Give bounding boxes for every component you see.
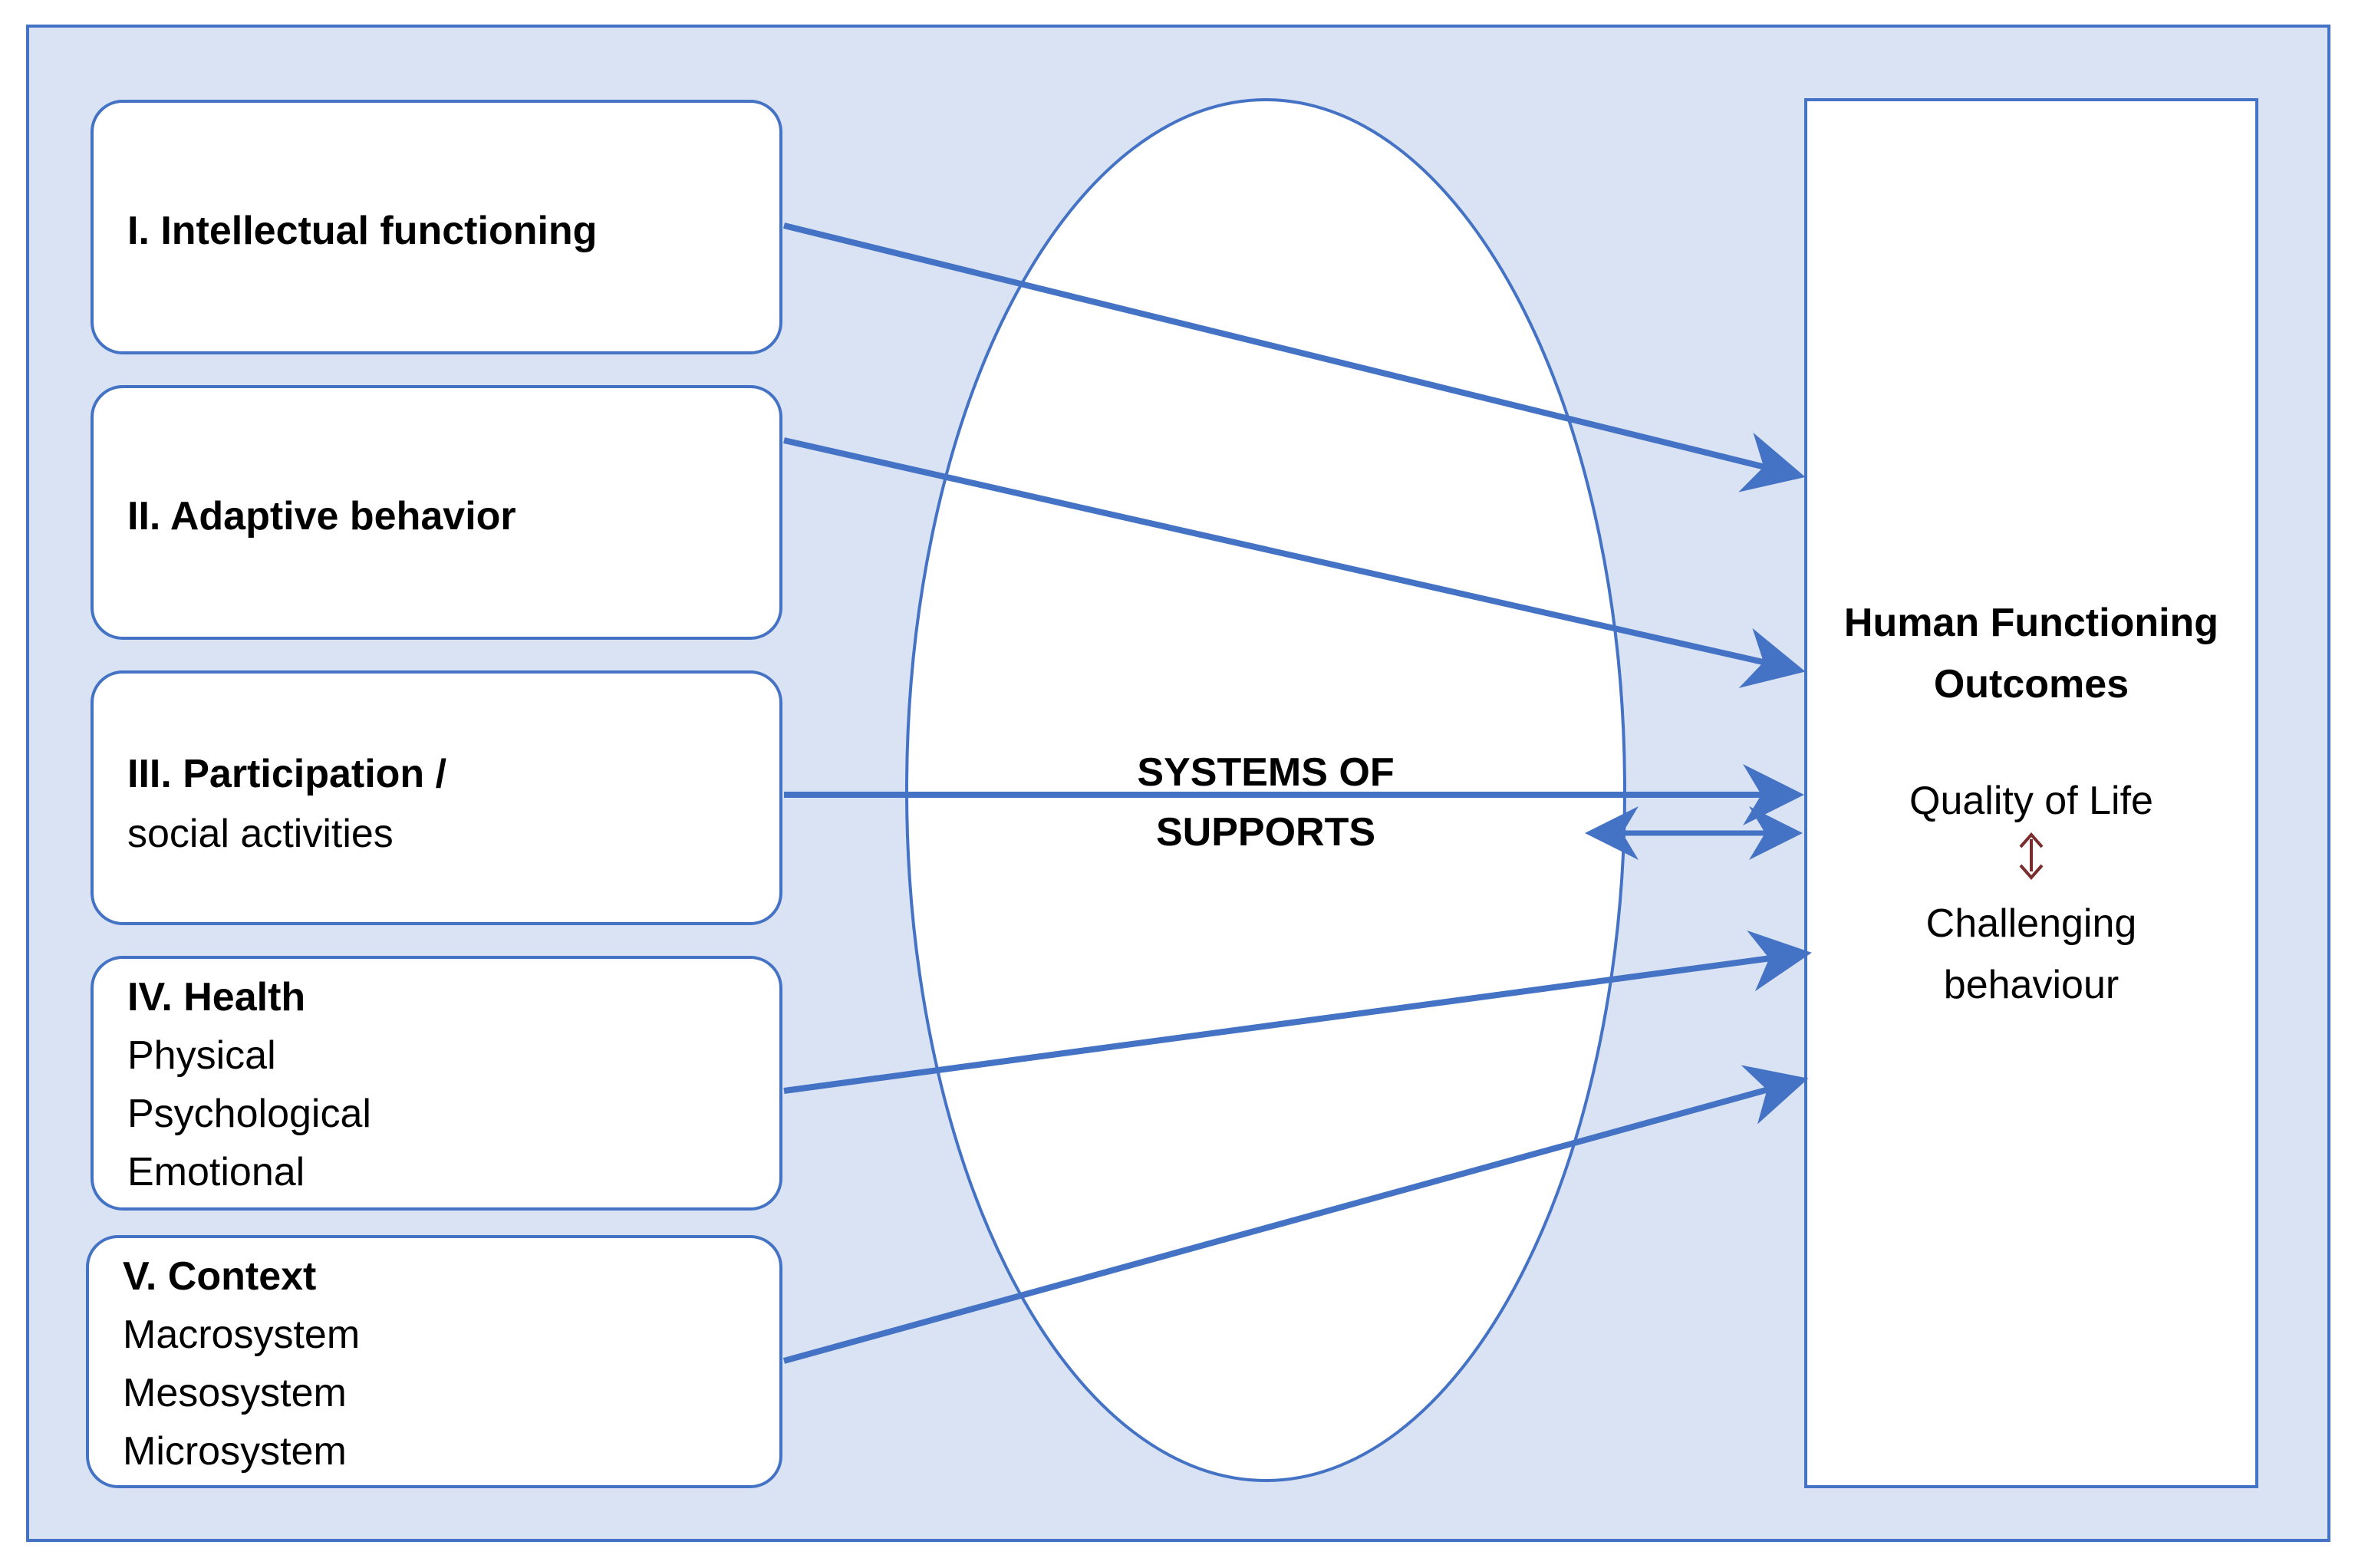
challenging-label-line1: Challenging [1925, 901, 2137, 946]
dimension-box-adaptive-behavior: II. Adaptive behavior [91, 385, 782, 640]
outcomes-title-line2: Outcomes [1933, 662, 2129, 707]
outcomes-title-line1: Human Functioning [1843, 601, 2219, 645]
dimension-box-participation: III. Participation / social activities [91, 670, 782, 925]
challenging-label-line2: behaviour [1943, 963, 2120, 1007]
dimension-title: IV. Health [127, 975, 306, 1020]
dimension-title: I. Intellectual functioning [127, 209, 598, 253]
dimension-box-health: IV. Health Physical Psychological Emotio… [91, 956, 782, 1211]
up-down-arrow-icon [2019, 832, 2044, 881]
systems-of-supports-ellipse [905, 98, 1626, 1482]
outcomes-box: Human Functioning Outcomes Quality of Li… [1804, 98, 2258, 1488]
dimension-detail: Microsystem [123, 1429, 347, 1474]
dimension-detail: Psychological [127, 1092, 371, 1136]
dimension-title: V. Context [123, 1254, 317, 1299]
arrow-context-to-outcomes [782, 1065, 1809, 1364]
quality-of-life-label: Quality of Life [1909, 779, 2153, 823]
arrow-intellectual-to-outcomes [783, 222, 1806, 492]
dimension-box-intellectual-functioning: I. Intellectual functioning [91, 100, 782, 354]
arrow-adaptive-to-outcomes [783, 437, 1806, 688]
dimension-detail: Emotional [127, 1150, 305, 1194]
dimension-detail: social activities [127, 812, 394, 856]
dimension-detail: Mesosystem [123, 1371, 347, 1415]
supports-label-line2: SUPPORTS [1155, 810, 1376, 855]
dimension-detail: Physical [127, 1033, 276, 1078]
arrow-health-to-outcomes [783, 930, 1812, 1094]
dimension-box-context: V. Context Macrosystem Mesosystem Micros… [86, 1235, 782, 1488]
supports-label-line1: SYSTEMS OF [1137, 750, 1395, 795]
dimension-title: II. Adaptive behavior [127, 494, 516, 539]
dimension-detail: Macrosystem [123, 1313, 361, 1357]
dimension-title: III. Participation / [127, 752, 447, 796]
